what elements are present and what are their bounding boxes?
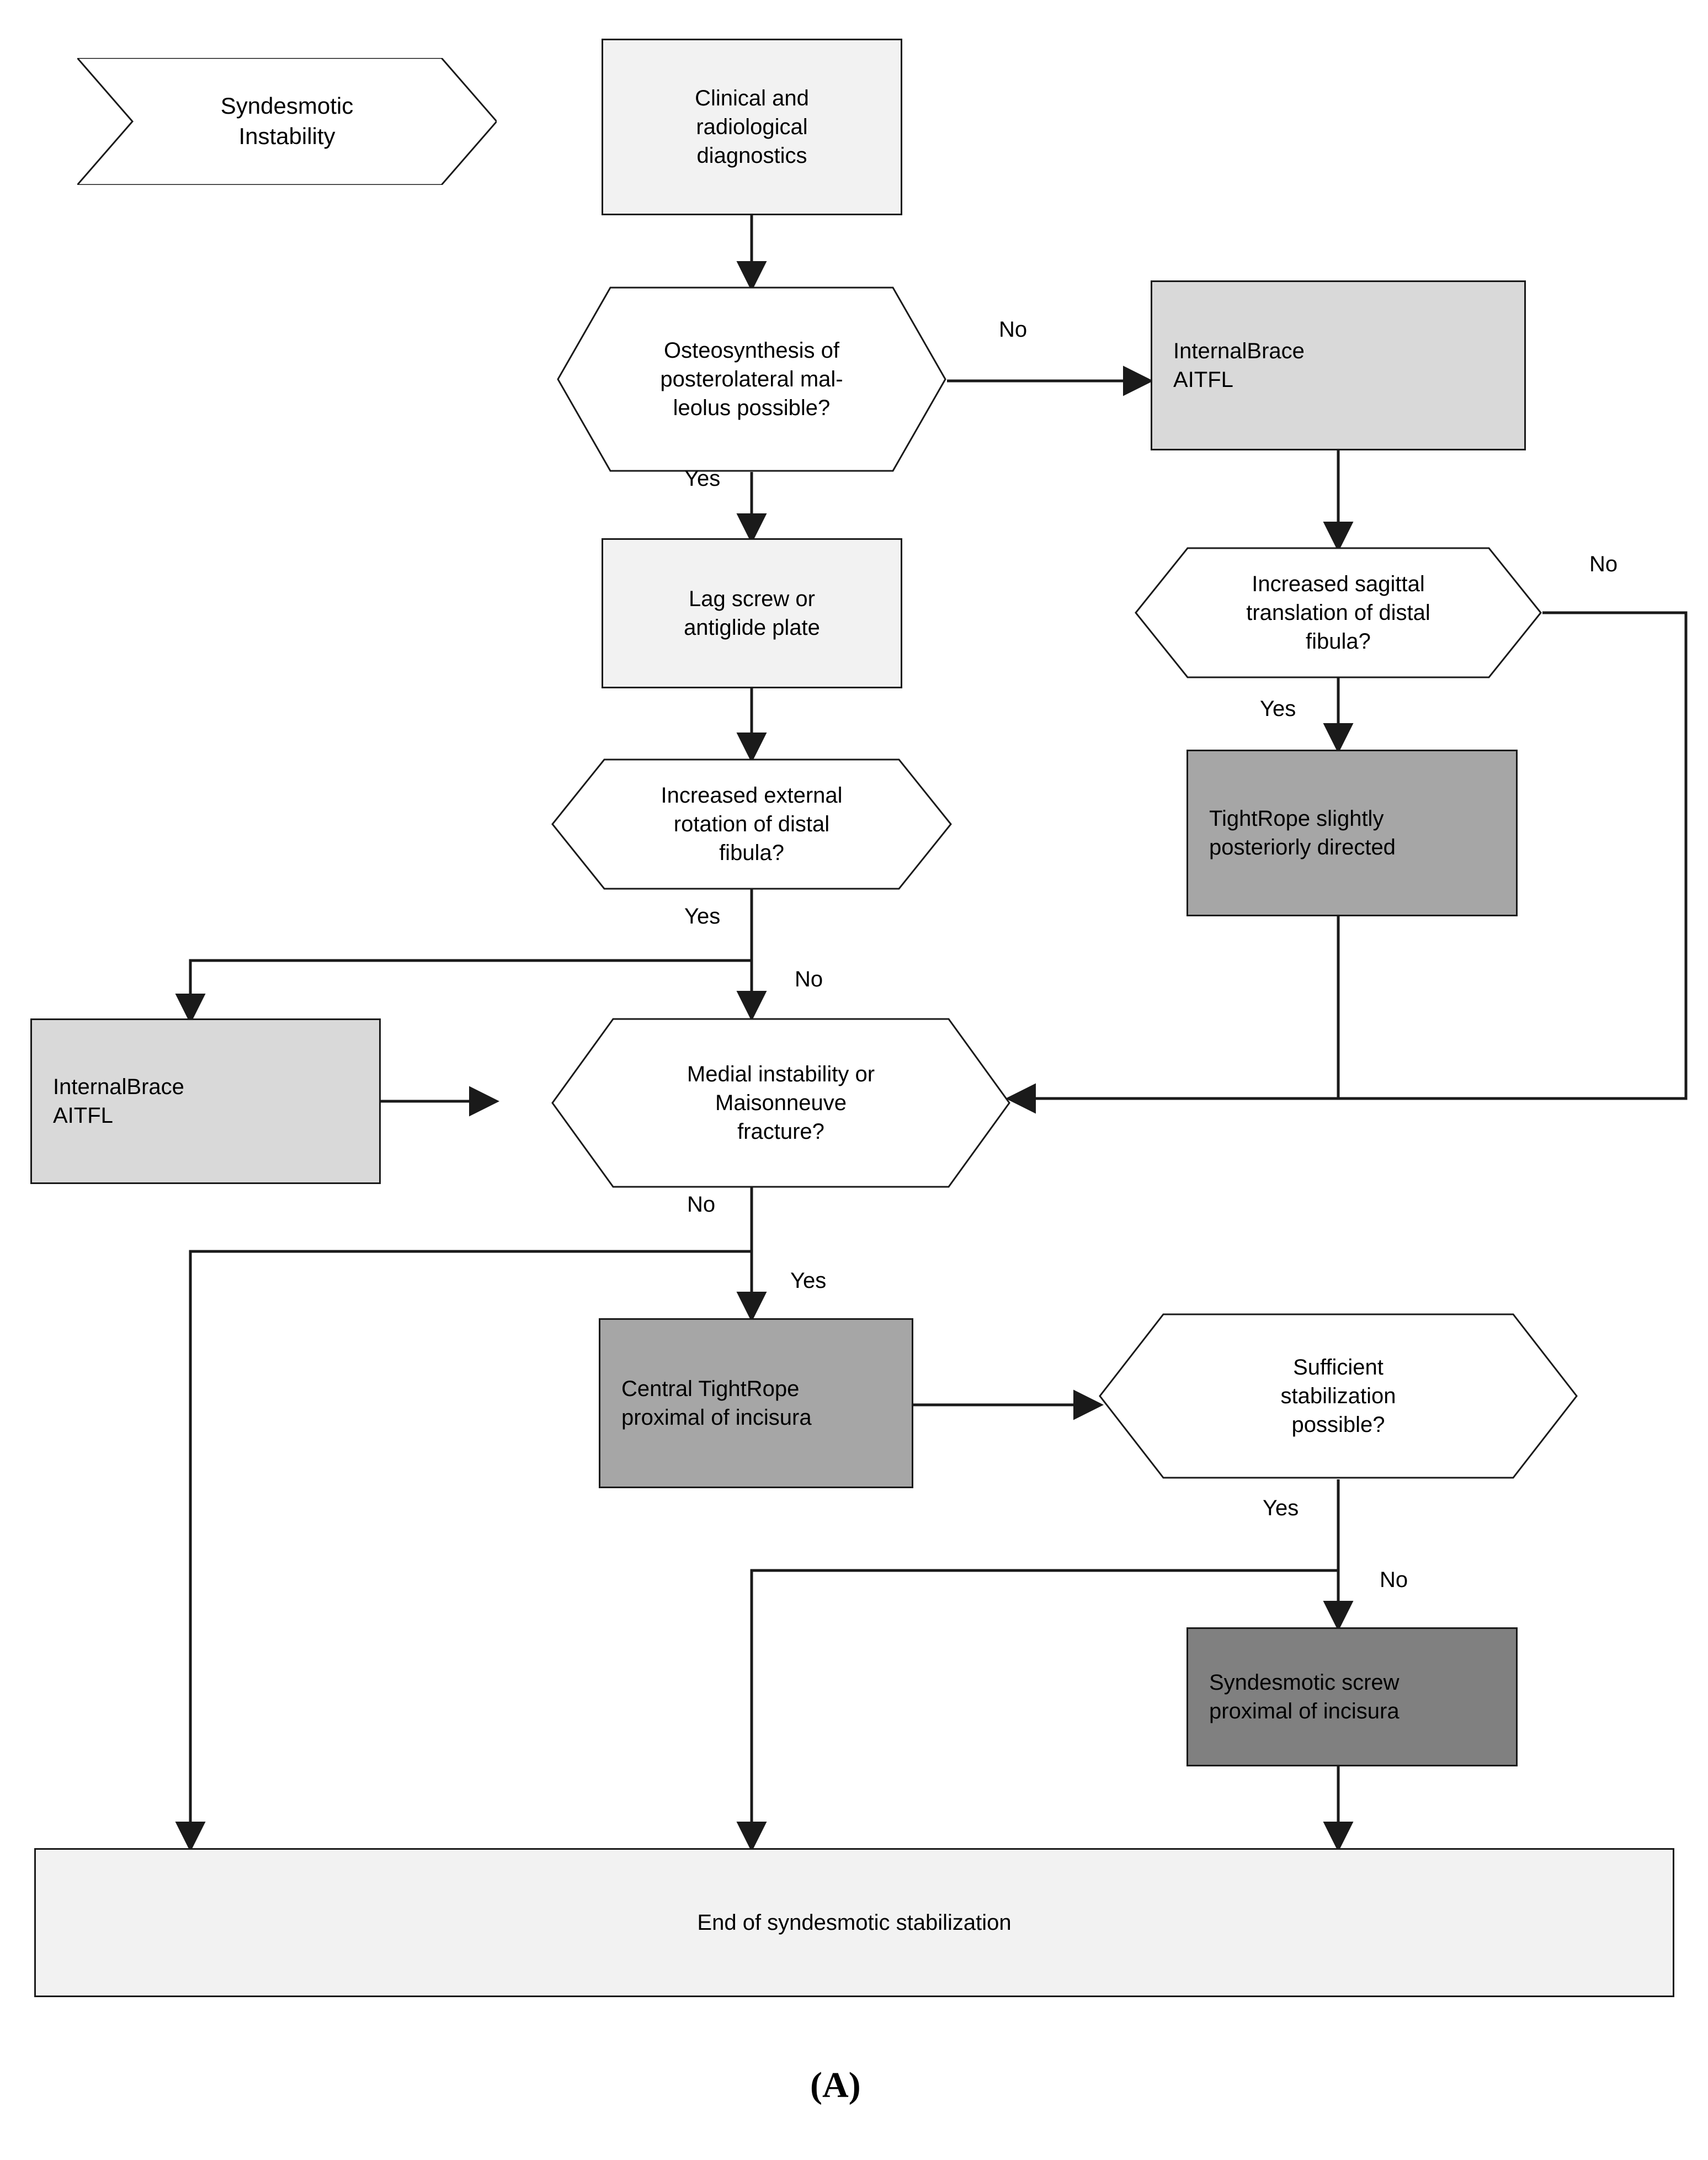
node-osteosynthesis-decision[interactable]: Osteosynthesis of posterolateral mal- le… (556, 286, 947, 473)
node-external-rotation-decision[interactable]: Increased external rotation of distal fi… (551, 758, 953, 890)
edge-label-medial-no: No (687, 1192, 716, 1217)
node-osteosynthesis-decision-label: Osteosynthesis of posterolateral mal- le… (660, 338, 843, 420)
node-clinical-radiological-diagnostics-label: Clinical and radiological diagnostics (695, 86, 809, 168)
node-end-of-syndesmotic-stabilization[interactable]: End of syndesmotic stabilization (34, 1848, 1674, 1997)
banner-syndesmotic-instability: Syndesmotic Instability (77, 58, 497, 185)
banner-label: Syndesmotic Instability (77, 58, 497, 185)
edge-medial-no (175, 1187, 753, 1852)
node-end-of-syndesmotic-stabilization-label: End of syndesmotic stabilization (697, 1910, 1012, 1935)
node-internalbrace-aitfl-left-label: InternalBrace AITFL (53, 1075, 184, 1128)
node-syndesmotic-screw-label: Syndesmotic screw proximal of incisura (1209, 1670, 1400, 1723)
node-clinical-radiological-diagnostics[interactable]: Clinical and radiological diagnostics (602, 39, 902, 215)
node-lag-screw-antiglide-plate[interactable]: Lag screw or antiglide plate (602, 538, 902, 688)
node-internalbrace-aitfl-right[interactable]: InternalBrace AITFL (1151, 280, 1526, 450)
edge-label-osteosynthesis-no: No (999, 317, 1028, 342)
node-lag-screw-antiglide-plate-label: Lag screw or antiglide plate (684, 587, 820, 640)
figure-label: (A) (810, 2065, 861, 2105)
node-sagittal-translation-decision-label: Increased sagittal translation of distal… (1246, 572, 1430, 654)
node-syndesmotic-screw[interactable]: Syndesmotic screw proximal of incisura (1186, 1627, 1518, 1766)
node-medial-instability-decision-label: Medial instability or Maisonneuve fractu… (687, 1062, 875, 1144)
node-tightrope-posteriorly-directed[interactable]: TightRope slightly posteriorly directed (1186, 750, 1518, 916)
node-internalbrace-aitfl-right-label: InternalBrace AITFL (1173, 339, 1305, 392)
banner-line-2: Instability (238, 123, 336, 149)
node-sufficient-stabilization-decision[interactable]: Sufficient stabilization possible? (1098, 1313, 1578, 1479)
edge-label-sagittal-yes: Yes (1260, 697, 1296, 721)
node-central-tightrope[interactable]: Central TightRope proximal of incisura (599, 1318, 913, 1488)
edge-label-medial-yes: Yes (790, 1269, 827, 1293)
edge-label-external-rotation-no: No (795, 967, 823, 991)
edge-label-external-rotation-yes: Yes (684, 904, 721, 928)
node-sufficient-stabilization-decision-label: Sufficient stabilization possible? (1280, 1355, 1396, 1437)
edge-label-sagittal-no: No (1589, 552, 1618, 576)
node-external-rotation-decision-label: Increased external rotation of distal fi… (661, 783, 843, 865)
edge-label-sufficient-no: No (1380, 1568, 1408, 1592)
node-central-tightrope-label: Central TightRope proximal of incisura (621, 1377, 812, 1430)
node-medial-instability-decision[interactable]: Medial instability or Maisonneuve fractu… (551, 1017, 1011, 1188)
banner-line-1: Syndesmotic (220, 93, 354, 119)
node-tightrope-posteriorly-directed-label: TightRope slightly posteriorly directed (1209, 806, 1396, 859)
node-sagittal-translation-decision[interactable]: Increased sagittal translation of distal… (1134, 546, 1542, 679)
node-internalbrace-aitfl-left[interactable]: InternalBrace AITFL (30, 1018, 381, 1184)
edge-label-sufficient-yes: Yes (1263, 1496, 1299, 1520)
edge-label-osteosynthesis-yes: Yes (684, 466, 721, 491)
